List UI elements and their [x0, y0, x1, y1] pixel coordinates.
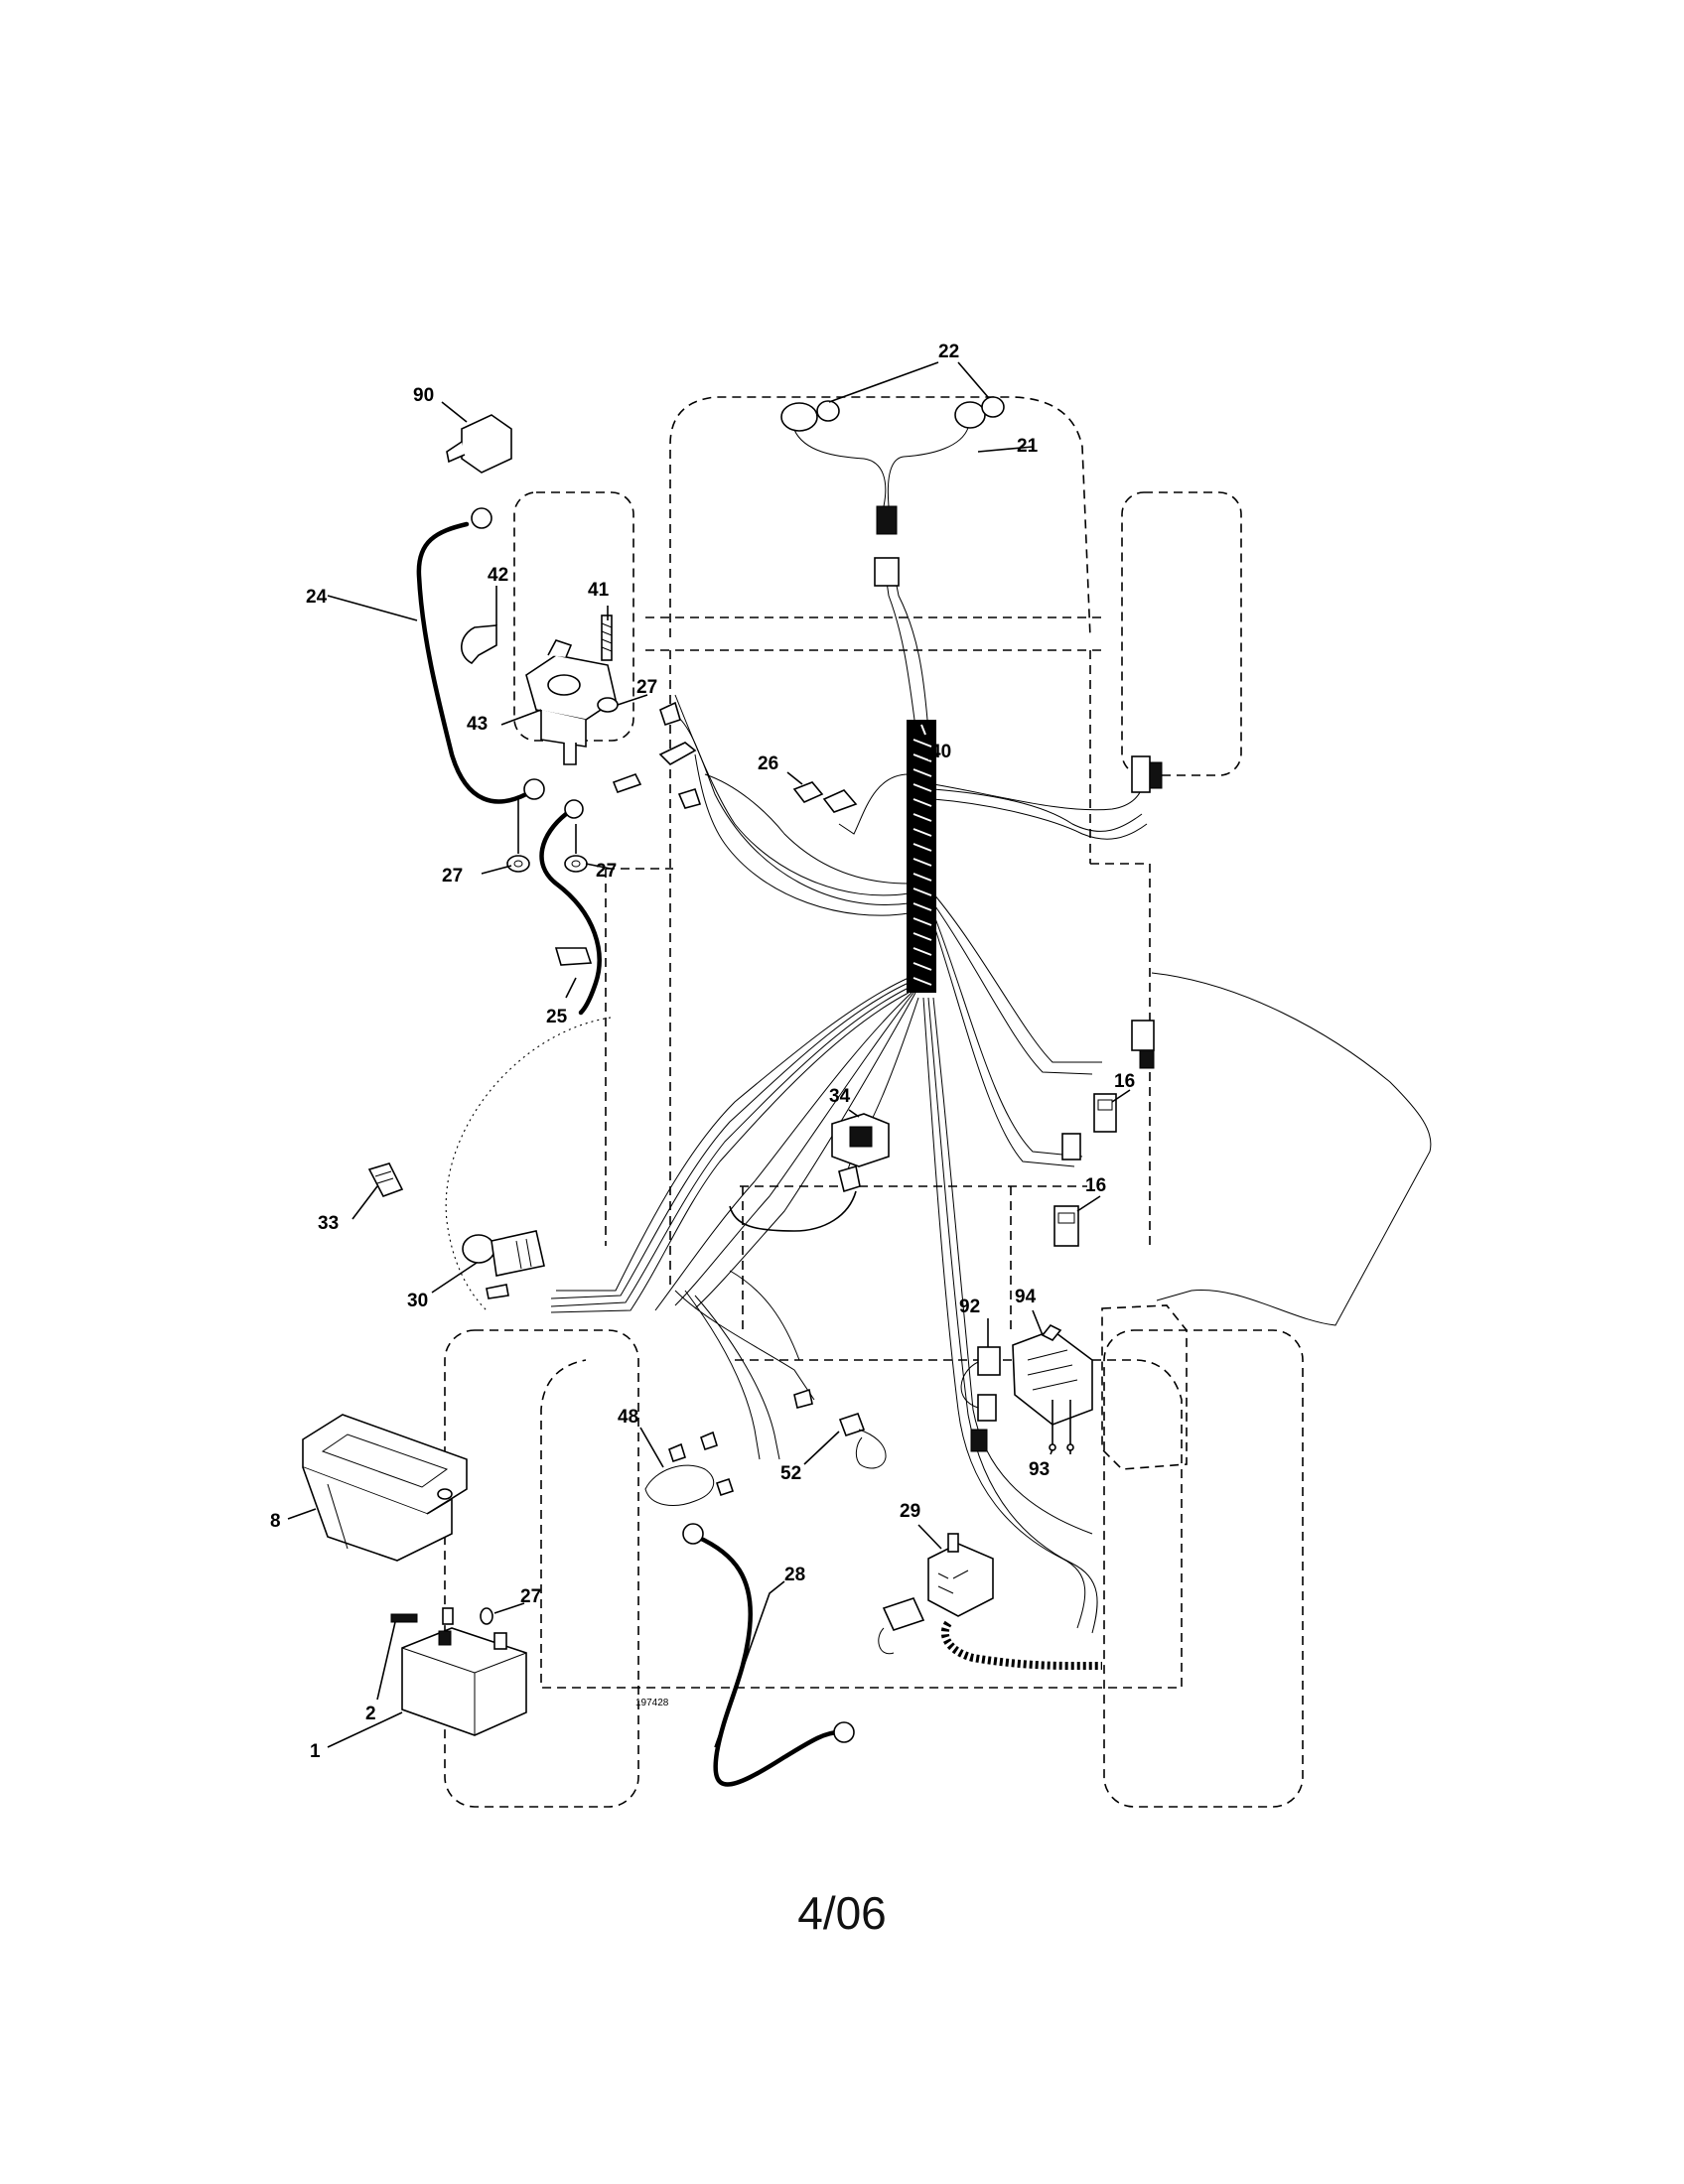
part-1-battery: [401, 1627, 527, 1736]
seat-plug-upper: [1131, 1020, 1155, 1069]
headlight-connector: [874, 505, 900, 587]
part-48-light: [644, 1431, 735, 1506]
callout-8: 8: [270, 1511, 281, 1532]
part-8-battery-tray: [302, 1414, 468, 1562]
callout-21: 21: [1017, 436, 1039, 457]
part-42-clip: [461, 586, 497, 665]
callout-43: 43: [467, 714, 488, 735]
callout-30: 30: [407, 1291, 428, 1311]
part-27-nut-left: [506, 799, 530, 873]
harness-clips: [612, 701, 702, 809]
callout-28: 28: [784, 1565, 805, 1585]
part-34-switch: [831, 1113, 890, 1193]
callout-41: 41: [588, 580, 610, 601]
coiled-lead: [940, 1620, 1102, 1670]
callout-24: 24: [306, 587, 328, 608]
part-2-bolt: [390, 1607, 454, 1625]
tractor-outline: [444, 396, 1432, 1808]
drawing-number: 197428: [635, 1698, 669, 1708]
part-16-connector-lower: [1053, 1205, 1079, 1247]
callout-1: 1: [310, 1741, 321, 1762]
wire-harness: [550, 560, 1148, 1634]
callout-90: 90: [413, 385, 434, 406]
part-16-connector-upper: [1061, 1093, 1117, 1160]
callout-26: 26: [758, 753, 778, 774]
part-41-screw: [601, 614, 613, 661]
callout-48: 48: [618, 1407, 638, 1428]
part-27-nut-right: [564, 824, 588, 873]
part-27-nut-top: [597, 697, 619, 713]
callout-92: 92: [959, 1297, 980, 1317]
part-94-switch-assembly: [1012, 1323, 1093, 1426]
page-date: 4/06: [797, 1887, 887, 1939]
headlight-left: [780, 400, 887, 507]
callout-27-right: 27: [596, 861, 617, 882]
callout-33: 33: [318, 1213, 339, 1234]
callout-29: 29: [900, 1501, 920, 1522]
callout-27-battery: 27: [520, 1586, 541, 1607]
callout-2: 2: [365, 1704, 376, 1724]
callout-34: 34: [829, 1086, 851, 1107]
callout-42: 42: [488, 565, 508, 586]
part-90-block: [446, 414, 512, 474]
callout-27-left: 27: [442, 866, 463, 887]
harness-loom: [907, 720, 936, 993]
part-26-connectors: [792, 781, 858, 813]
part-52-lamp: [793, 1388, 887, 1469]
part-33-key: [367, 1162, 404, 1197]
part-24-cable: [416, 507, 545, 804]
part-92-connector: [960, 1346, 1001, 1452]
callout-52: 52: [780, 1463, 801, 1484]
callout-16-upper: 16: [1114, 1071, 1135, 1092]
callout-labels: 90 24 42 41 27 43 27 27 25 22 21 26 40 3…: [270, 341, 1135, 1762]
part-27-nut-battery: [480, 1607, 493, 1625]
callout-22: 22: [938, 341, 959, 362]
callout-27-top: 27: [636, 677, 657, 698]
leader-lines: [287, 361, 1131, 1748]
headlight-right: [887, 396, 1005, 507]
callout-16-lower: 16: [1085, 1175, 1106, 1196]
part-30-ignition-switch: [462, 1230, 545, 1299]
part-28-cable: [682, 1523, 855, 1787]
callout-25: 25: [546, 1007, 568, 1027]
part-43-solenoid: [525, 639, 617, 765]
callout-94: 94: [1015, 1287, 1037, 1307]
callout-40: 40: [930, 742, 951, 762]
front-right-plug: [932, 755, 1163, 811]
part-25-cable: [539, 799, 602, 1016]
part-29-switch-block: [878, 1533, 994, 1655]
callout-93: 93: [1029, 1459, 1050, 1480]
